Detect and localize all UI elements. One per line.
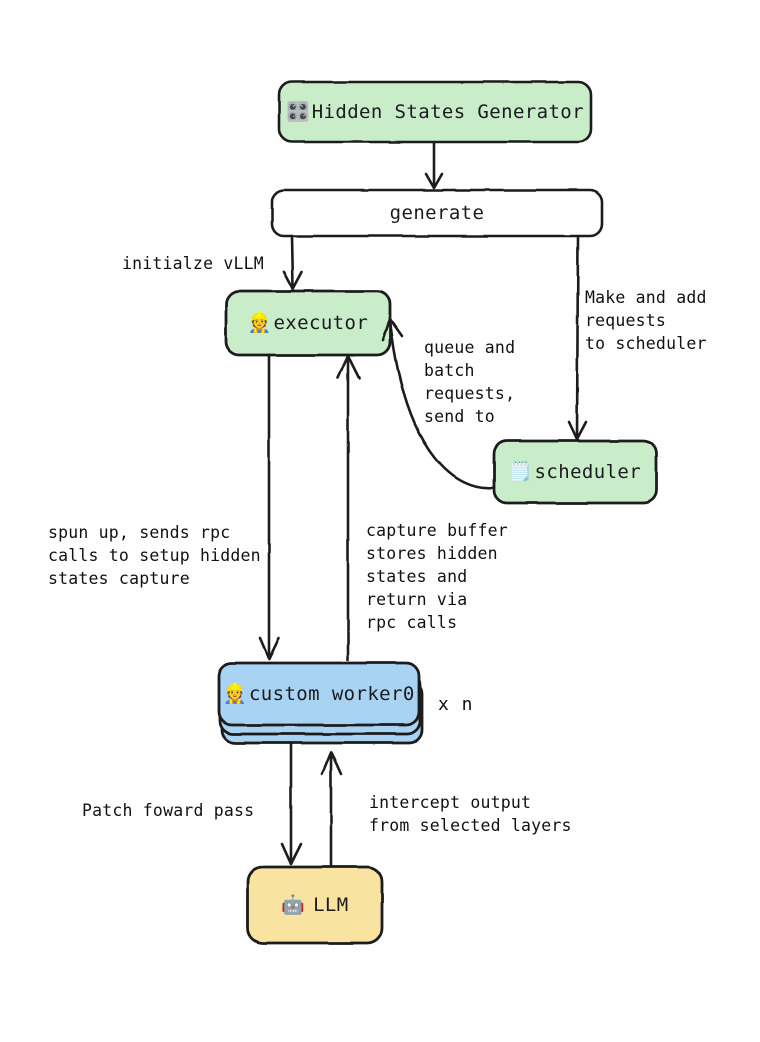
- edge-worker-to-llm: [280, 742, 303, 866]
- edge-label-patch-foward-pass: Patch foward pass: [82, 801, 255, 820]
- edge-label-spun-up-rpc-calls: spun up, sends rpc calls to setup hidden…: [48, 523, 261, 588]
- edge-scheduler-to-executor: [381, 317, 496, 490]
- edge-executor-to-worker: [258, 353, 281, 661]
- edge-label-intercept-output: intercept output from selected layers: [369, 793, 572, 835]
- edge-generate-to-scheduler: [567, 234, 588, 441]
- edge-generate-to-executor: [282, 234, 304, 291]
- node-generate[interactable]: [270, 188, 604, 238]
- edge-label-queue-and-batch: queue and batch requests, send to: [424, 338, 516, 426]
- edge-label-capture-buffer: capture buffer stores hidden states and …: [366, 521, 508, 632]
- node-llm[interactable]: [246, 865, 384, 945]
- edge-generator-to-generate: [424, 140, 444, 190]
- node-custom-worker0[interactable]: [217, 661, 424, 745]
- edge-label-make-and-add-requests: Make and add requests to scheduler: [585, 288, 707, 353]
- edge-worker-to-executor: [336, 354, 361, 662]
- node-hidden-states-generator[interactable]: [277, 80, 593, 144]
- edge-llm-to-worker: [320, 750, 343, 868]
- worker-multiplier-label: x n: [438, 694, 474, 715]
- node-executor[interactable]: [224, 289, 392, 357]
- edge-label-initialze-vllm: initialze vLLM: [122, 254, 264, 273]
- node-scheduler[interactable]: [492, 439, 658, 505]
